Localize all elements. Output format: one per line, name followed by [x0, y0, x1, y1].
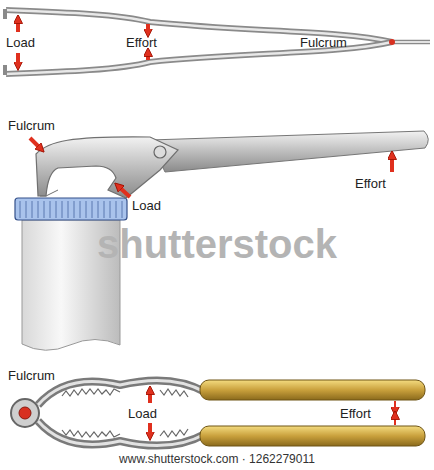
watermark: www.shutterstock.com · 1262279011 — [116, 452, 318, 467]
part-label: Load — [132, 198, 161, 213]
watermark: shutterstock — [97, 222, 337, 266]
part-label: Effort — [355, 176, 386, 191]
part-label: Fulcrum — [8, 118, 55, 133]
part-label: Fulcrum — [8, 368, 55, 383]
bottle-opener — [15, 131, 428, 350]
part-label: Effort — [126, 35, 157, 50]
part-label: Fulcrum — [300, 35, 347, 50]
part-label: Load — [128, 406, 157, 421]
tweezers — [5, 9, 430, 75]
part-label: Effort — [340, 406, 371, 421]
part-label: Load — [6, 35, 35, 50]
nutcracker — [11, 380, 425, 446]
